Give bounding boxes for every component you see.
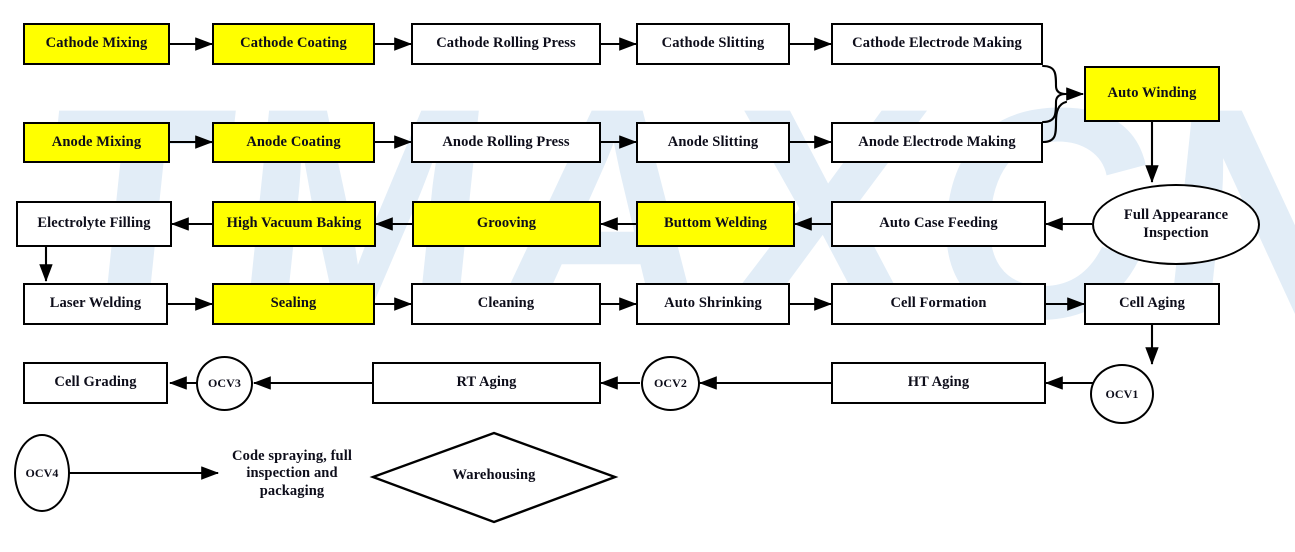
node-cathode-coating[interactable]: Cathode Coating	[212, 23, 375, 65]
node-label: Auto Winding	[1107, 85, 1197, 102]
node-label: Anode Coating	[246, 133, 341, 150]
node-code-spraying[interactable]: Code spraying, full inspection and packa…	[218, 444, 366, 504]
node-cell-aging[interactable]: Cell Aging	[1084, 283, 1220, 325]
node-cleaning[interactable]: Cleaning	[411, 283, 601, 325]
node-label: RT Aging	[456, 374, 517, 391]
node-cathode-rolling-press[interactable]: Cathode Rolling Press	[411, 23, 601, 65]
node-ht-aging[interactable]: HT Aging	[831, 362, 1046, 404]
node-label-line1: Full Appearance	[1123, 207, 1229, 224]
node-ocv1[interactable]: OCV1	[1090, 364, 1154, 424]
node-label: Grooving	[476, 215, 537, 232]
node-warehousing[interactable]: Warehousing	[414, 458, 574, 494]
node-label: OCV1	[1105, 386, 1139, 401]
node-buttom-welding[interactable]: Buttom Welding	[636, 201, 795, 247]
node-label: Anode Mixing	[51, 133, 142, 150]
node-anode-slitting[interactable]: Anode Slitting	[636, 122, 790, 163]
node-label: Buttom Welding	[663, 215, 768, 232]
node-label: Sealing	[270, 295, 317, 312]
node-label: OCV4	[25, 465, 59, 480]
node-full-appearance-inspection[interactable]: Full Appearance Inspection	[1092, 184, 1260, 265]
node-label-line2: inspection and	[246, 465, 338, 482]
node-label: Anode Electrode Making	[858, 133, 1016, 150]
node-label: Cathode Electrode Making	[852, 35, 1022, 52]
node-label: OCV3	[207, 376, 242, 391]
node-laser-welding[interactable]: Laser Welding	[23, 283, 168, 325]
node-anode-electrode-making[interactable]: Anode Electrode Making	[831, 122, 1043, 163]
node-label-line1: Code spraying, full	[232, 448, 352, 465]
node-label: Laser Welding	[49, 295, 142, 312]
node-auto-case-feeding[interactable]: Auto Case Feeding	[831, 201, 1046, 247]
node-ocv3[interactable]: OCV3	[196, 356, 253, 411]
node-auto-winding[interactable]: Auto Winding	[1084, 66, 1220, 122]
node-sealing[interactable]: Sealing	[212, 283, 375, 325]
node-label: HT Aging	[907, 374, 970, 391]
node-label: Cathode Mixing	[45, 35, 148, 52]
node-label-line2: Inspection	[1143, 224, 1209, 241]
node-label: Cell Aging	[1119, 295, 1185, 312]
node-anode-rolling-press[interactable]: Anode Rolling Press	[411, 122, 601, 163]
node-cathode-electrode-making[interactable]: Cathode Electrode Making	[831, 23, 1043, 65]
node-auto-shrinking[interactable]: Auto Shrinking	[636, 283, 790, 325]
node-electrolyte-filling[interactable]: Electrolyte Filling	[16, 201, 172, 247]
brace-connector	[1041, 64, 1068, 144]
node-cathode-mixing[interactable]: Cathode Mixing	[23, 23, 170, 65]
node-label: Cathode Rolling Press	[436, 35, 576, 52]
node-label: Warehousing	[452, 467, 536, 484]
node-cell-grading[interactable]: Cell Grading	[23, 362, 168, 404]
node-grooving[interactable]: Grooving	[412, 201, 601, 247]
node-label: Auto Case Feeding	[879, 215, 998, 232]
node-label: Anode Slitting	[667, 133, 759, 150]
node-cathode-slitting[interactable]: Cathode Slitting	[636, 23, 790, 65]
node-label: Cell Grading	[54, 374, 137, 391]
node-label: Cathode Slitting	[661, 35, 765, 52]
node-label: Cleaning	[477, 295, 535, 312]
node-label: Cell Formation	[890, 295, 987, 312]
node-anode-coating[interactable]: Anode Coating	[212, 122, 375, 163]
node-high-vacuum-baking[interactable]: High Vacuum Baking	[212, 201, 376, 247]
node-label: Electrolyte Filling	[37, 215, 151, 232]
node-label: Cathode Coating	[240, 35, 347, 52]
node-anode-mixing[interactable]: Anode Mixing	[23, 122, 170, 163]
node-rt-aging[interactable]: RT Aging	[372, 362, 601, 404]
node-label: High Vacuum Baking	[226, 215, 362, 232]
node-label-line3: packaging	[259, 482, 325, 499]
node-label: OCV2	[653, 376, 688, 391]
node-label: Auto Shrinking	[664, 295, 762, 312]
node-label: Anode Rolling Press	[442, 133, 570, 150]
node-ocv2[interactable]: OCV2	[641, 356, 700, 411]
node-ocv4[interactable]: OCV4	[14, 434, 70, 512]
node-cell-formation[interactable]: Cell Formation	[831, 283, 1046, 325]
